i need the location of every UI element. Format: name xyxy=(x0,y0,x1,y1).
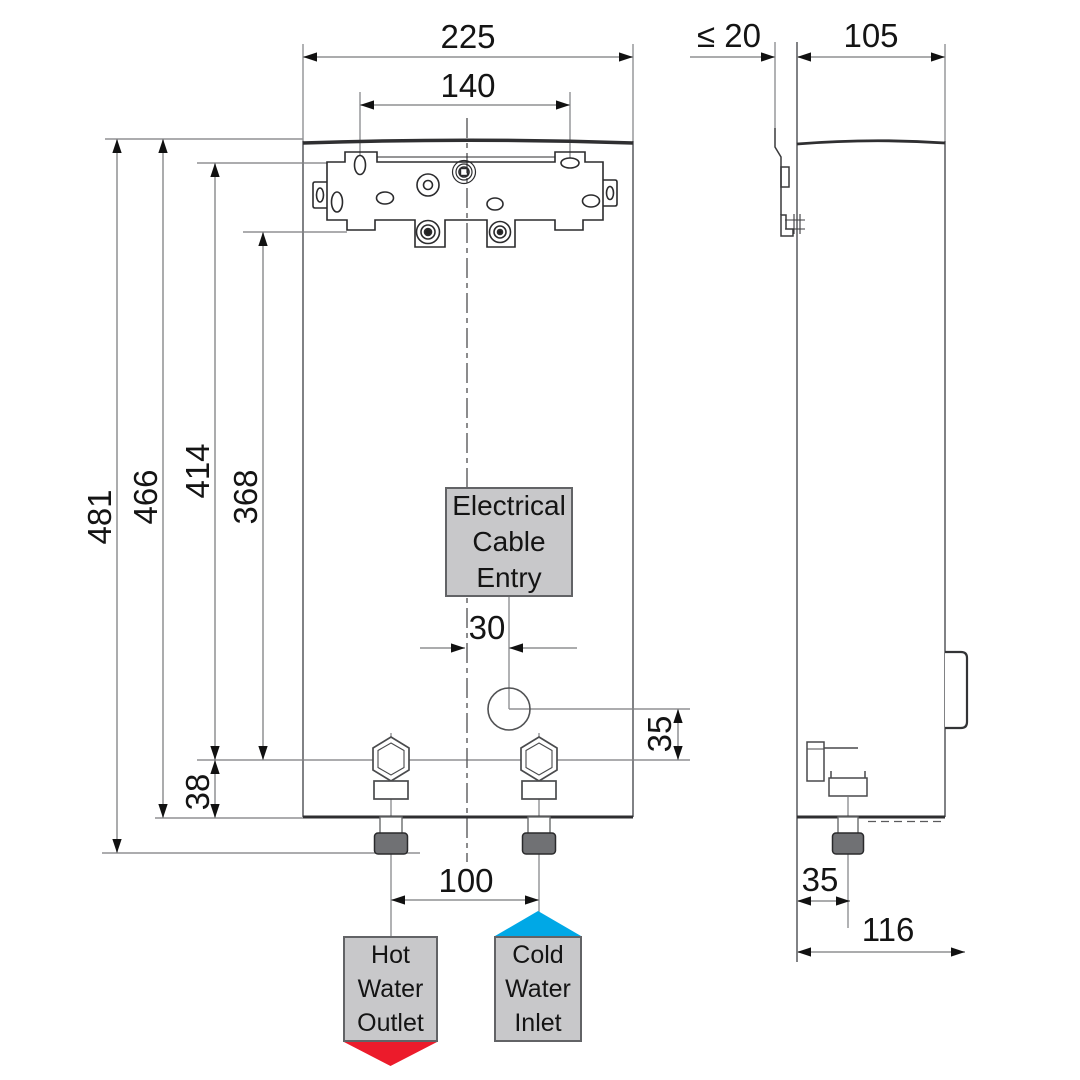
unit-body-outline xyxy=(302,138,634,819)
front-dimension-lines xyxy=(112,52,683,905)
bracket-right-clip xyxy=(603,179,618,207)
label-line: Cable xyxy=(472,526,546,557)
dim-pipe-spacing-label: 100 xyxy=(438,862,493,899)
dim-overall-height-label: 481 xyxy=(81,489,118,544)
side-pipe-cap xyxy=(831,832,865,855)
cold-water-inlet-label: Cold Water Inlet xyxy=(494,936,582,1042)
wall-bracket-profile xyxy=(774,128,805,237)
hot-water-outlet-label: Hot Water Outlet xyxy=(343,936,438,1042)
mounting-bracket xyxy=(312,151,618,248)
label-line: Entry xyxy=(476,562,542,593)
bracket-left-clip xyxy=(312,181,327,209)
label-line: Water xyxy=(357,975,424,1003)
label-line: Water xyxy=(505,975,571,1003)
dim-pipe-to-wall-label: 35 xyxy=(802,861,839,898)
dim-connections-bottom-label: 38 xyxy=(179,774,216,811)
water-fittings xyxy=(372,736,558,855)
dim-mounting-width-label: 140 xyxy=(440,67,495,104)
cold-inlet-arrow-icon xyxy=(495,911,581,936)
label-line: Outlet xyxy=(357,1009,424,1037)
hot-pipe-cap xyxy=(373,832,409,855)
label-line: Inlet xyxy=(514,1009,562,1037)
dim-wall-clearance-label: ≤ 20 xyxy=(697,17,761,54)
dim-body-height-label: 466 xyxy=(127,469,164,524)
side-internal-bracket xyxy=(806,741,868,855)
side-dimension-lines xyxy=(690,52,965,957)
cable-entry-hole xyxy=(487,687,531,731)
electrical-cable-entry-label: Electrical Cable Entry xyxy=(445,487,573,597)
dim-overall-depth-label: 116 xyxy=(862,911,915,948)
front-panel-protrusion xyxy=(945,650,969,730)
mounting-hole-left xyxy=(353,154,367,176)
mounting-hole-right xyxy=(560,157,580,169)
label-line: Hot xyxy=(371,941,410,969)
side-unit-outline xyxy=(796,139,969,823)
hot-outlet-arrow-icon xyxy=(344,1042,437,1066)
bracket-center-screw xyxy=(451,159,477,185)
front-view: 225 140 481 466 414 368 38 30 35 100 xyxy=(81,18,690,1066)
dim-depth-label: 105 xyxy=(843,17,898,54)
label-line: Cold xyxy=(512,941,564,969)
dim-cable-offset-label: 30 xyxy=(469,609,506,646)
side-view: ≤ 20 105 35 116 xyxy=(690,17,969,962)
dim-width-label: 225 xyxy=(440,18,495,55)
dim-bracket-top-label: 414 xyxy=(179,443,216,498)
bracket-lower-screws xyxy=(415,219,512,245)
dim-bracket-bottom-label: 368 xyxy=(227,469,264,524)
label-line: Electrical xyxy=(452,490,566,521)
cold-pipe-cap xyxy=(521,832,557,855)
dim-cable-height-label: 35 xyxy=(641,716,678,753)
